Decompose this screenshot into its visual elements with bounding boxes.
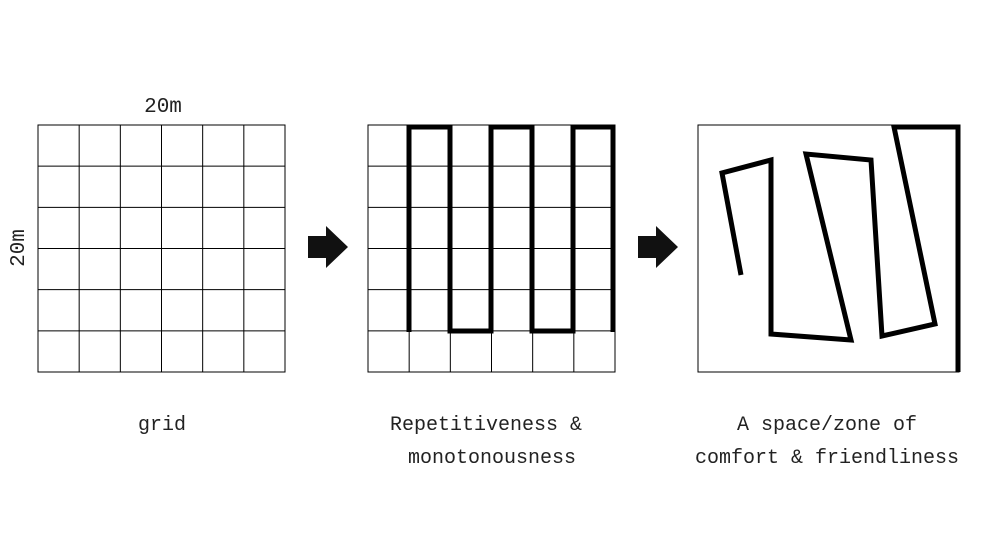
panel-grid xyxy=(37,124,286,373)
serpentine-path xyxy=(406,124,616,334)
caption-repetitive-line2: monotonousness xyxy=(408,447,576,470)
arrow-right-icon xyxy=(638,226,678,268)
top-dimension-label: 20m xyxy=(144,96,182,119)
caption-comfort-line1: A space/zone of xyxy=(737,414,917,437)
arrow-right-icon xyxy=(308,226,348,268)
caption-repetitive-line1: Repetitiveness & xyxy=(390,414,582,437)
side-dimension-label: 20m xyxy=(8,229,31,267)
caption-comfort-line2: comfort & friendliness xyxy=(695,447,959,470)
irregular-path xyxy=(719,124,961,372)
caption-grid: grid xyxy=(138,414,186,437)
